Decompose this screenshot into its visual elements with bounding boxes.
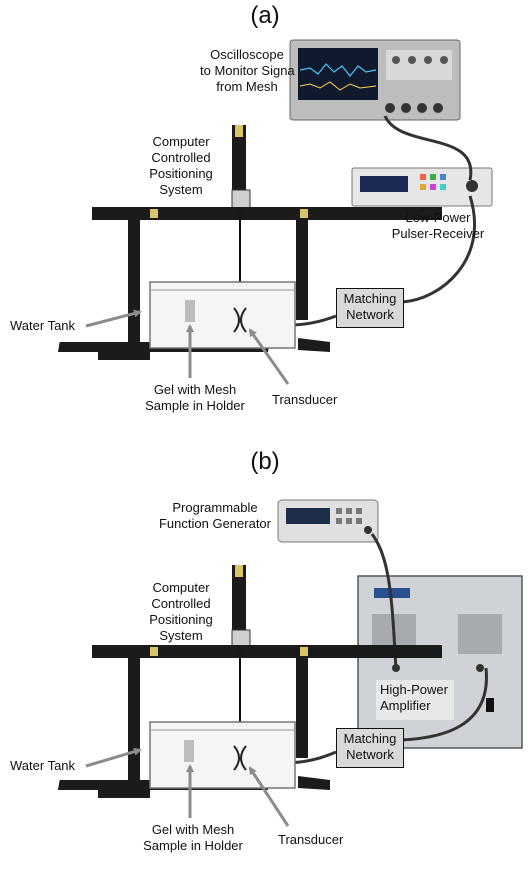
water-tank-label: Water Tank: [10, 758, 76, 773]
label-line: Matching: [343, 731, 397, 746]
label-line: Gel with Mesh: [153, 382, 237, 397]
label-line: Pulser-Receiver: [391, 226, 485, 241]
label-line: Network: [346, 747, 394, 762]
label-line: Positioning: [149, 612, 213, 627]
gel-label: Gel with Mesh Sample in Holder: [138, 822, 248, 854]
label-line: Computer: [152, 580, 210, 595]
positioning-frame-icon: [57, 565, 442, 798]
label-line: Sample in Holder: [145, 398, 245, 413]
transducer-label: Transducer: [272, 392, 338, 407]
amplifier-label: High-Power Amplifier: [376, 680, 454, 720]
label-line: Positioning: [149, 166, 213, 181]
label-line: Network: [346, 307, 394, 322]
positioning-frame-icon: [57, 125, 442, 360]
water-tank-label: Water Tank: [10, 318, 76, 333]
generator-label: Programmable Function Generator: [154, 500, 276, 532]
gel-sample-icon: [184, 740, 194, 762]
water-tank-icon: [149, 281, 296, 349]
label-line: Sample in Holder: [143, 838, 243, 853]
panel-a-graphics: [57, 39, 493, 385]
matching-network-box: Matching Network: [336, 288, 404, 328]
gel-sample-icon: [185, 300, 195, 322]
oscilloscope-label: Oscilloscope to Monitor Signa from Mesh: [200, 47, 295, 95]
label-line: Oscilloscope: [210, 47, 284, 62]
label-line: System: [159, 182, 203, 197]
water-tank-icon: [149, 721, 296, 789]
transducer-icon: [233, 307, 247, 333]
panel-b: (b): [0, 438, 530, 876]
label-line: to Monitor Signa: [200, 63, 295, 78]
label-line: Low-Power: [405, 210, 471, 225]
positioning-label: Computer Controlled Positioning System: [140, 580, 222, 644]
label-line: System: [159, 628, 203, 643]
label-line: Gel with Mesh: [151, 822, 235, 837]
amplifier-icon: [357, 575, 523, 749]
positioning-label: Computer Controlled Positioning System: [140, 134, 222, 198]
transducer-icon: [233, 745, 247, 771]
matching-network-box: Matching Network: [336, 728, 404, 768]
label-line: Computer: [152, 134, 210, 149]
label-line: Controlled: [151, 596, 211, 611]
transducer-label: Transducer: [278, 832, 344, 847]
panel-letter: (a): [250, 2, 280, 29]
label-line: Controlled: [151, 150, 211, 165]
label-line: Programmable: [172, 500, 258, 515]
pulser-label: Low-Power Pulser-Receiver: [384, 210, 492, 242]
function-generator-icon: [277, 499, 379, 543]
label-line: Function Generator: [158, 516, 271, 531]
gel-label: Gel with Mesh Sample in Holder: [140, 382, 250, 414]
label-line: Amplifier: [380, 698, 431, 713]
label-line: from Mesh: [216, 79, 278, 94]
panel-letter: (b): [250, 448, 280, 475]
pulser-receiver-icon: [351, 167, 493, 207]
label-line: High-Power: [380, 682, 448, 697]
panel-a: (a): [10, 2, 493, 414]
oscilloscope-icon: [289, 39, 461, 121]
label-line: Matching: [343, 291, 397, 306]
